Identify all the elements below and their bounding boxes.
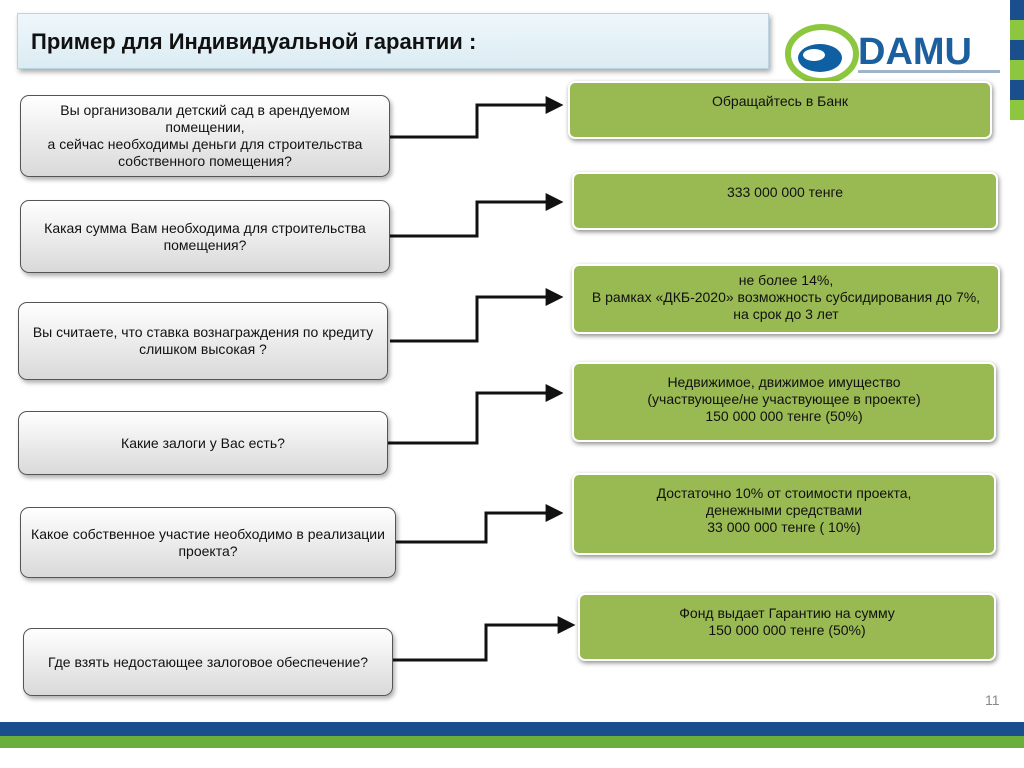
answer-5-text: Достаточно 10% от стоимости проекта, ден… <box>656 485 912 535</box>
connector-1 <box>390 96 564 139</box>
connector-6 <box>393 616 576 662</box>
question-5-text: Какое собственное участие необходимо в р… <box>31 525 385 559</box>
question-4-text: Какие залоги у Вас есть? <box>121 434 285 451</box>
title-box: Пример для Индивидуальной гарантии : <box>17 13 769 69</box>
question-5-box: Какое собственное участие необходимо в р… <box>20 507 396 578</box>
answer-4-text: Недвижимое, движимое имущество (участвую… <box>647 374 921 424</box>
answer-2-box: 333 000 000 тенге <box>572 172 998 230</box>
connector-3 <box>390 288 564 343</box>
question-1-box: Вы организовали детский сад в арендуемом… <box>20 95 390 177</box>
answer-1-box: Обращайтесь в Банк <box>568 81 992 139</box>
page-title: Пример для Индивидуальной гарантии : <box>31 29 477 54</box>
question-3-text: Вы считаете, что ставка вознаграждения п… <box>32 324 374 357</box>
answer-2-text: 333 000 000 тенге <box>726 184 844 200</box>
footer-band-green <box>0 736 1024 748</box>
answer-1-text: Обращайтесь в Банк <box>712 93 848 109</box>
connector-2 <box>390 193 564 238</box>
question-6-box: Где взять недостающее залоговое обеспече… <box>23 628 393 696</box>
question-3-box: Вы считаете, что ставка вознаграждения п… <box>18 302 388 380</box>
answer-4-box: Недвижимое, движимое имущество (участвую… <box>572 362 996 442</box>
answer-6-text: Фонд выдает Гарантию на сумму 150 000 00… <box>679 605 895 638</box>
question-1-text: Вы организовали детский сад в арендуемом… <box>47 102 363 169</box>
question-4-box: Какие залоги у Вас есть? <box>18 411 388 475</box>
answer-3-text: не более 14%, В рамках «ДКБ-2020» возмож… <box>591 272 981 322</box>
damu-logo: DAMU <box>785 24 1000 84</box>
footer-band-blue <box>0 722 1024 736</box>
connector-4 <box>388 384 564 445</box>
question-2-box: Какая сумма Вам необходима для строитель… <box>20 200 390 273</box>
question-2-text: Какая сумма Вам необходима для строитель… <box>44 219 366 253</box>
connector-5 <box>396 504 564 544</box>
logo-text: DAMU <box>858 31 972 73</box>
answer-5-box: Достаточно 10% от стоимости проекта, ден… <box>572 473 996 555</box>
answer-3-box: не более 14%, В рамках «ДКБ-2020» возмож… <box>572 264 1000 334</box>
answer-6-box: Фонд выдает Гарантию на сумму 150 000 00… <box>578 593 996 661</box>
side-stripe <box>1010 0 1024 120</box>
question-6-text: Где взять недостающее залоговое обеспече… <box>47 653 369 670</box>
page-number: 11 <box>985 692 1000 708</box>
